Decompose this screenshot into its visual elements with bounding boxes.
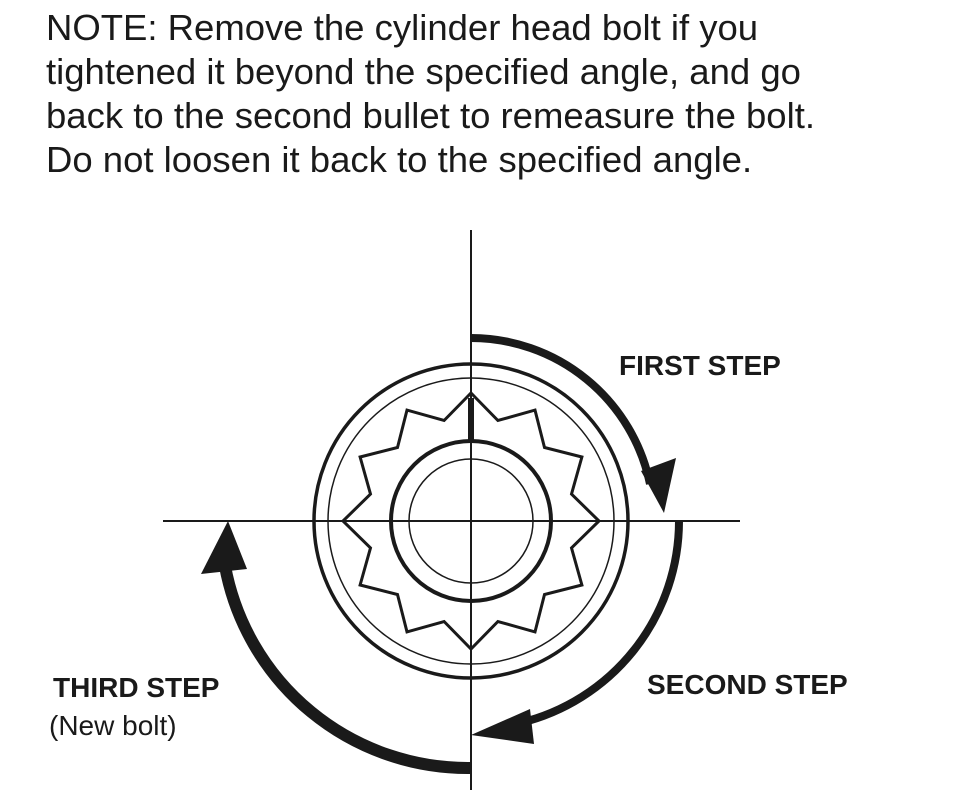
third-step-label: THIRD STEP xyxy=(53,672,219,703)
third-step-arrowhead-icon xyxy=(201,521,247,574)
note-line-3: back to the second bullet to remeasure t… xyxy=(46,95,815,136)
bolt-shank-inner-circle xyxy=(408,458,534,584)
washer-inner-circle xyxy=(327,377,615,665)
bolt-head-twelve-point-icon xyxy=(340,390,602,652)
second-step-arc-arrow xyxy=(519,520,683,727)
first-step-arrowhead-icon xyxy=(641,458,676,513)
washer-outer-circle xyxy=(312,362,630,680)
note-line-4: Do not loosen it back to the specified a… xyxy=(46,139,753,180)
note-line-2: tightened it beyond the specified angle,… xyxy=(46,51,801,92)
first-step-label: FIRST STEP xyxy=(619,350,781,381)
note-line-1: NOTE: Remove the cylinder head bolt if y… xyxy=(46,7,759,48)
first-step-arc-arrow xyxy=(470,334,654,485)
note-text: NOTE: Remove the cylinder head bolt if y… xyxy=(46,6,946,182)
third-step-arc-arrow xyxy=(219,564,472,775)
third-step-sublabel: (New bolt) xyxy=(49,710,177,741)
second-step-arrowhead-icon xyxy=(471,709,534,744)
second-step-label: SECOND STEP xyxy=(647,669,848,700)
